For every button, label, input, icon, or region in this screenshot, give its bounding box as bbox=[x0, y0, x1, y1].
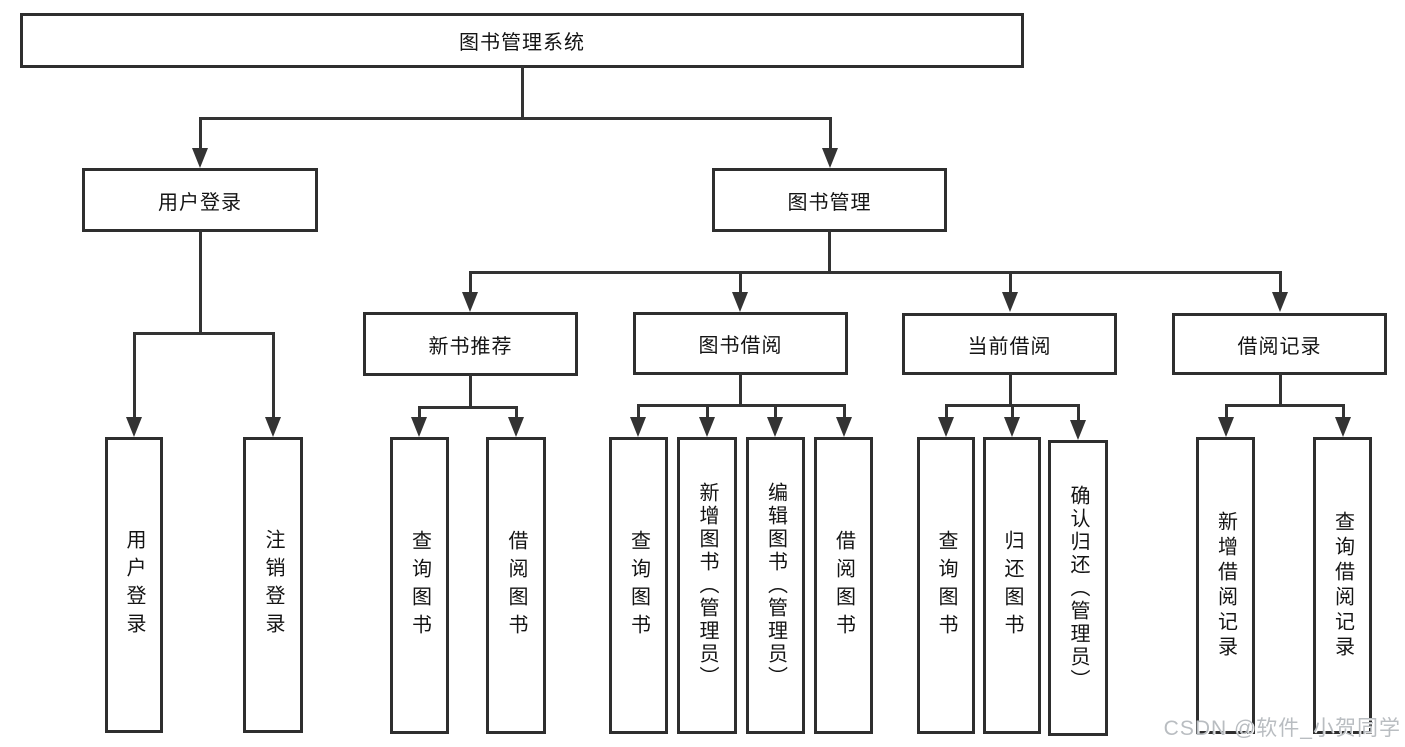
leaf-add-books: 新增图书（管理员） bbox=[677, 437, 737, 734]
connector-new-book-rec-trunk bbox=[469, 374, 472, 409]
connector-to-user-login bbox=[199, 117, 202, 152]
connector-root-trunk bbox=[521, 66, 524, 119]
connector-user-login-bar bbox=[133, 332, 275, 335]
connector-level3-bar bbox=[469, 271, 1282, 274]
arrowhead-icon bbox=[192, 148, 208, 168]
leaf-query-books-2: 查询图书 bbox=[609, 437, 668, 734]
node-current-borrow-label: 当前借阅 bbox=[967, 335, 1052, 358]
arrowhead-icon bbox=[1335, 417, 1351, 437]
connector-user-login-trunk bbox=[199, 230, 202, 334]
leaf-logout: 注销登录 bbox=[243, 437, 303, 733]
arrowhead-icon bbox=[411, 417, 427, 437]
connector-to-borrow-books-1 bbox=[515, 406, 518, 424]
node-root-label: 图书管理系统 bbox=[459, 32, 585, 54]
connector-to-query-books-1 bbox=[418, 406, 421, 424]
leaf-borrow-books-2-label: 借阅图书 bbox=[832, 529, 855, 642]
node-current-borrow: 当前借阅 bbox=[902, 313, 1117, 375]
connector-current-borrow-trunk bbox=[1009, 373, 1012, 407]
arrowhead-icon bbox=[1272, 292, 1288, 312]
arrowhead-icon bbox=[126, 417, 142, 437]
leaf-query-borrow-record: 查询借阅记录 bbox=[1313, 437, 1372, 734]
connector-borrow-records-trunk bbox=[1279, 373, 1282, 407]
leaf-return-books: 归还图书 bbox=[983, 437, 1041, 734]
connector-to-borrow-books-2 bbox=[843, 404, 846, 424]
leaf-add-borrow-record-label: 新增借阅记录 bbox=[1214, 510, 1237, 661]
connector-to-book-mgmt bbox=[829, 117, 832, 152]
connector-borrow-records-bar bbox=[1225, 404, 1345, 407]
leaf-borrow-books-1: 借阅图书 bbox=[486, 437, 546, 734]
arrowhead-icon bbox=[836, 417, 852, 437]
connector-to-borrow-records bbox=[1279, 271, 1282, 296]
leaf-return-books-label: 归还图书 bbox=[1001, 529, 1023, 642]
connector-book-borrow-bar bbox=[637, 404, 846, 407]
node-book-mgmt: 图书管理 bbox=[712, 168, 947, 232]
connector-to-query-books-2 bbox=[637, 404, 640, 424]
leaf-query-books-1: 查询图书 bbox=[390, 437, 449, 734]
connector-to-query-books-3 bbox=[945, 404, 948, 424]
connector-to-return-books bbox=[1011, 404, 1014, 424]
leaf-add-books-label: 新增图书（管理员） bbox=[696, 482, 718, 689]
arrowhead-icon bbox=[265, 417, 281, 437]
node-new-book-rec-label: 新书推荐 bbox=[428, 335, 513, 358]
leaf-logout-label: 注销登录 bbox=[262, 529, 284, 641]
node-borrow-records: 借阅记录 bbox=[1172, 313, 1387, 375]
arrowhead-icon bbox=[767, 417, 783, 437]
arrowhead-icon bbox=[508, 417, 524, 437]
leaf-user-login: 用户登录 bbox=[105, 437, 163, 733]
leaf-user-login-label: 用户登录 bbox=[123, 529, 145, 641]
node-new-book-rec: 新书推荐 bbox=[363, 312, 578, 376]
connector-to-edit-books bbox=[774, 404, 777, 424]
connector-to-new-book-rec bbox=[469, 271, 472, 296]
connector-level2-bar bbox=[199, 117, 832, 120]
leaf-borrow-books-2: 借阅图书 bbox=[814, 437, 873, 734]
connector-to-book-borrow bbox=[739, 271, 742, 296]
arrowhead-icon bbox=[938, 417, 954, 437]
arrowhead-icon bbox=[630, 417, 646, 437]
node-root: 图书管理系统 bbox=[20, 13, 1024, 68]
arrowhead-icon bbox=[732, 292, 748, 312]
leaf-query-books-2-label: 查询图书 bbox=[627, 529, 650, 642]
connector-book-borrow-trunk bbox=[739, 373, 742, 407]
leaf-edit-books: 编辑图书（管理员） bbox=[746, 437, 805, 734]
leaf-confirm-return: 确认归还（管理员） bbox=[1048, 440, 1108, 736]
node-borrow-records-label: 借阅记录 bbox=[1237, 335, 1322, 358]
node-book-borrow: 图书借阅 bbox=[633, 312, 848, 375]
connector-to-leaf-user-login bbox=[133, 332, 136, 422]
connector-to-leaf-logout bbox=[272, 332, 275, 422]
node-user-login: 用户登录 bbox=[82, 168, 318, 232]
connector-new-book-rec-bar bbox=[418, 406, 518, 409]
leaf-borrow-books-1-label: 借阅图书 bbox=[505, 529, 527, 642]
arrowhead-icon bbox=[1002, 292, 1018, 312]
arrowhead-icon bbox=[1218, 417, 1234, 437]
arrowhead-icon bbox=[462, 292, 478, 312]
connector-to-confirm-return bbox=[1077, 404, 1080, 426]
connector-to-add-borrow-rec bbox=[1225, 404, 1228, 424]
leaf-query-books-1-label: 查询图书 bbox=[408, 529, 431, 642]
leaf-add-borrow-record: 新增借阅记录 bbox=[1196, 437, 1255, 734]
leaf-query-borrow-record-label: 查询借阅记录 bbox=[1331, 510, 1354, 661]
connector-book-mgmt-trunk bbox=[828, 230, 831, 273]
leaf-query-books-3-label: 查询图书 bbox=[935, 529, 957, 642]
connector-to-add-books bbox=[706, 404, 709, 424]
leaf-confirm-return-label: 确认归还（管理员） bbox=[1067, 484, 1089, 692]
node-user-login-label: 用户登录 bbox=[158, 191, 242, 214]
arrowhead-icon bbox=[822, 148, 838, 168]
arrowhead-icon bbox=[1070, 420, 1086, 440]
connector-to-current-borrow bbox=[1009, 271, 1012, 296]
node-book-mgmt-label: 图书管理 bbox=[787, 191, 872, 214]
connector-to-query-borrow-rec bbox=[1342, 404, 1345, 424]
arrowhead-icon bbox=[699, 417, 715, 437]
leaf-edit-books-label: 编辑图书（管理员） bbox=[764, 482, 787, 689]
arrowhead-icon bbox=[1004, 417, 1020, 437]
csdn-watermark: CSDN @软件_小贺同学 bbox=[1163, 717, 1401, 740]
node-book-borrow-label: 图书借阅 bbox=[698, 335, 783, 357]
leaf-query-books-3: 查询图书 bbox=[917, 437, 975, 734]
